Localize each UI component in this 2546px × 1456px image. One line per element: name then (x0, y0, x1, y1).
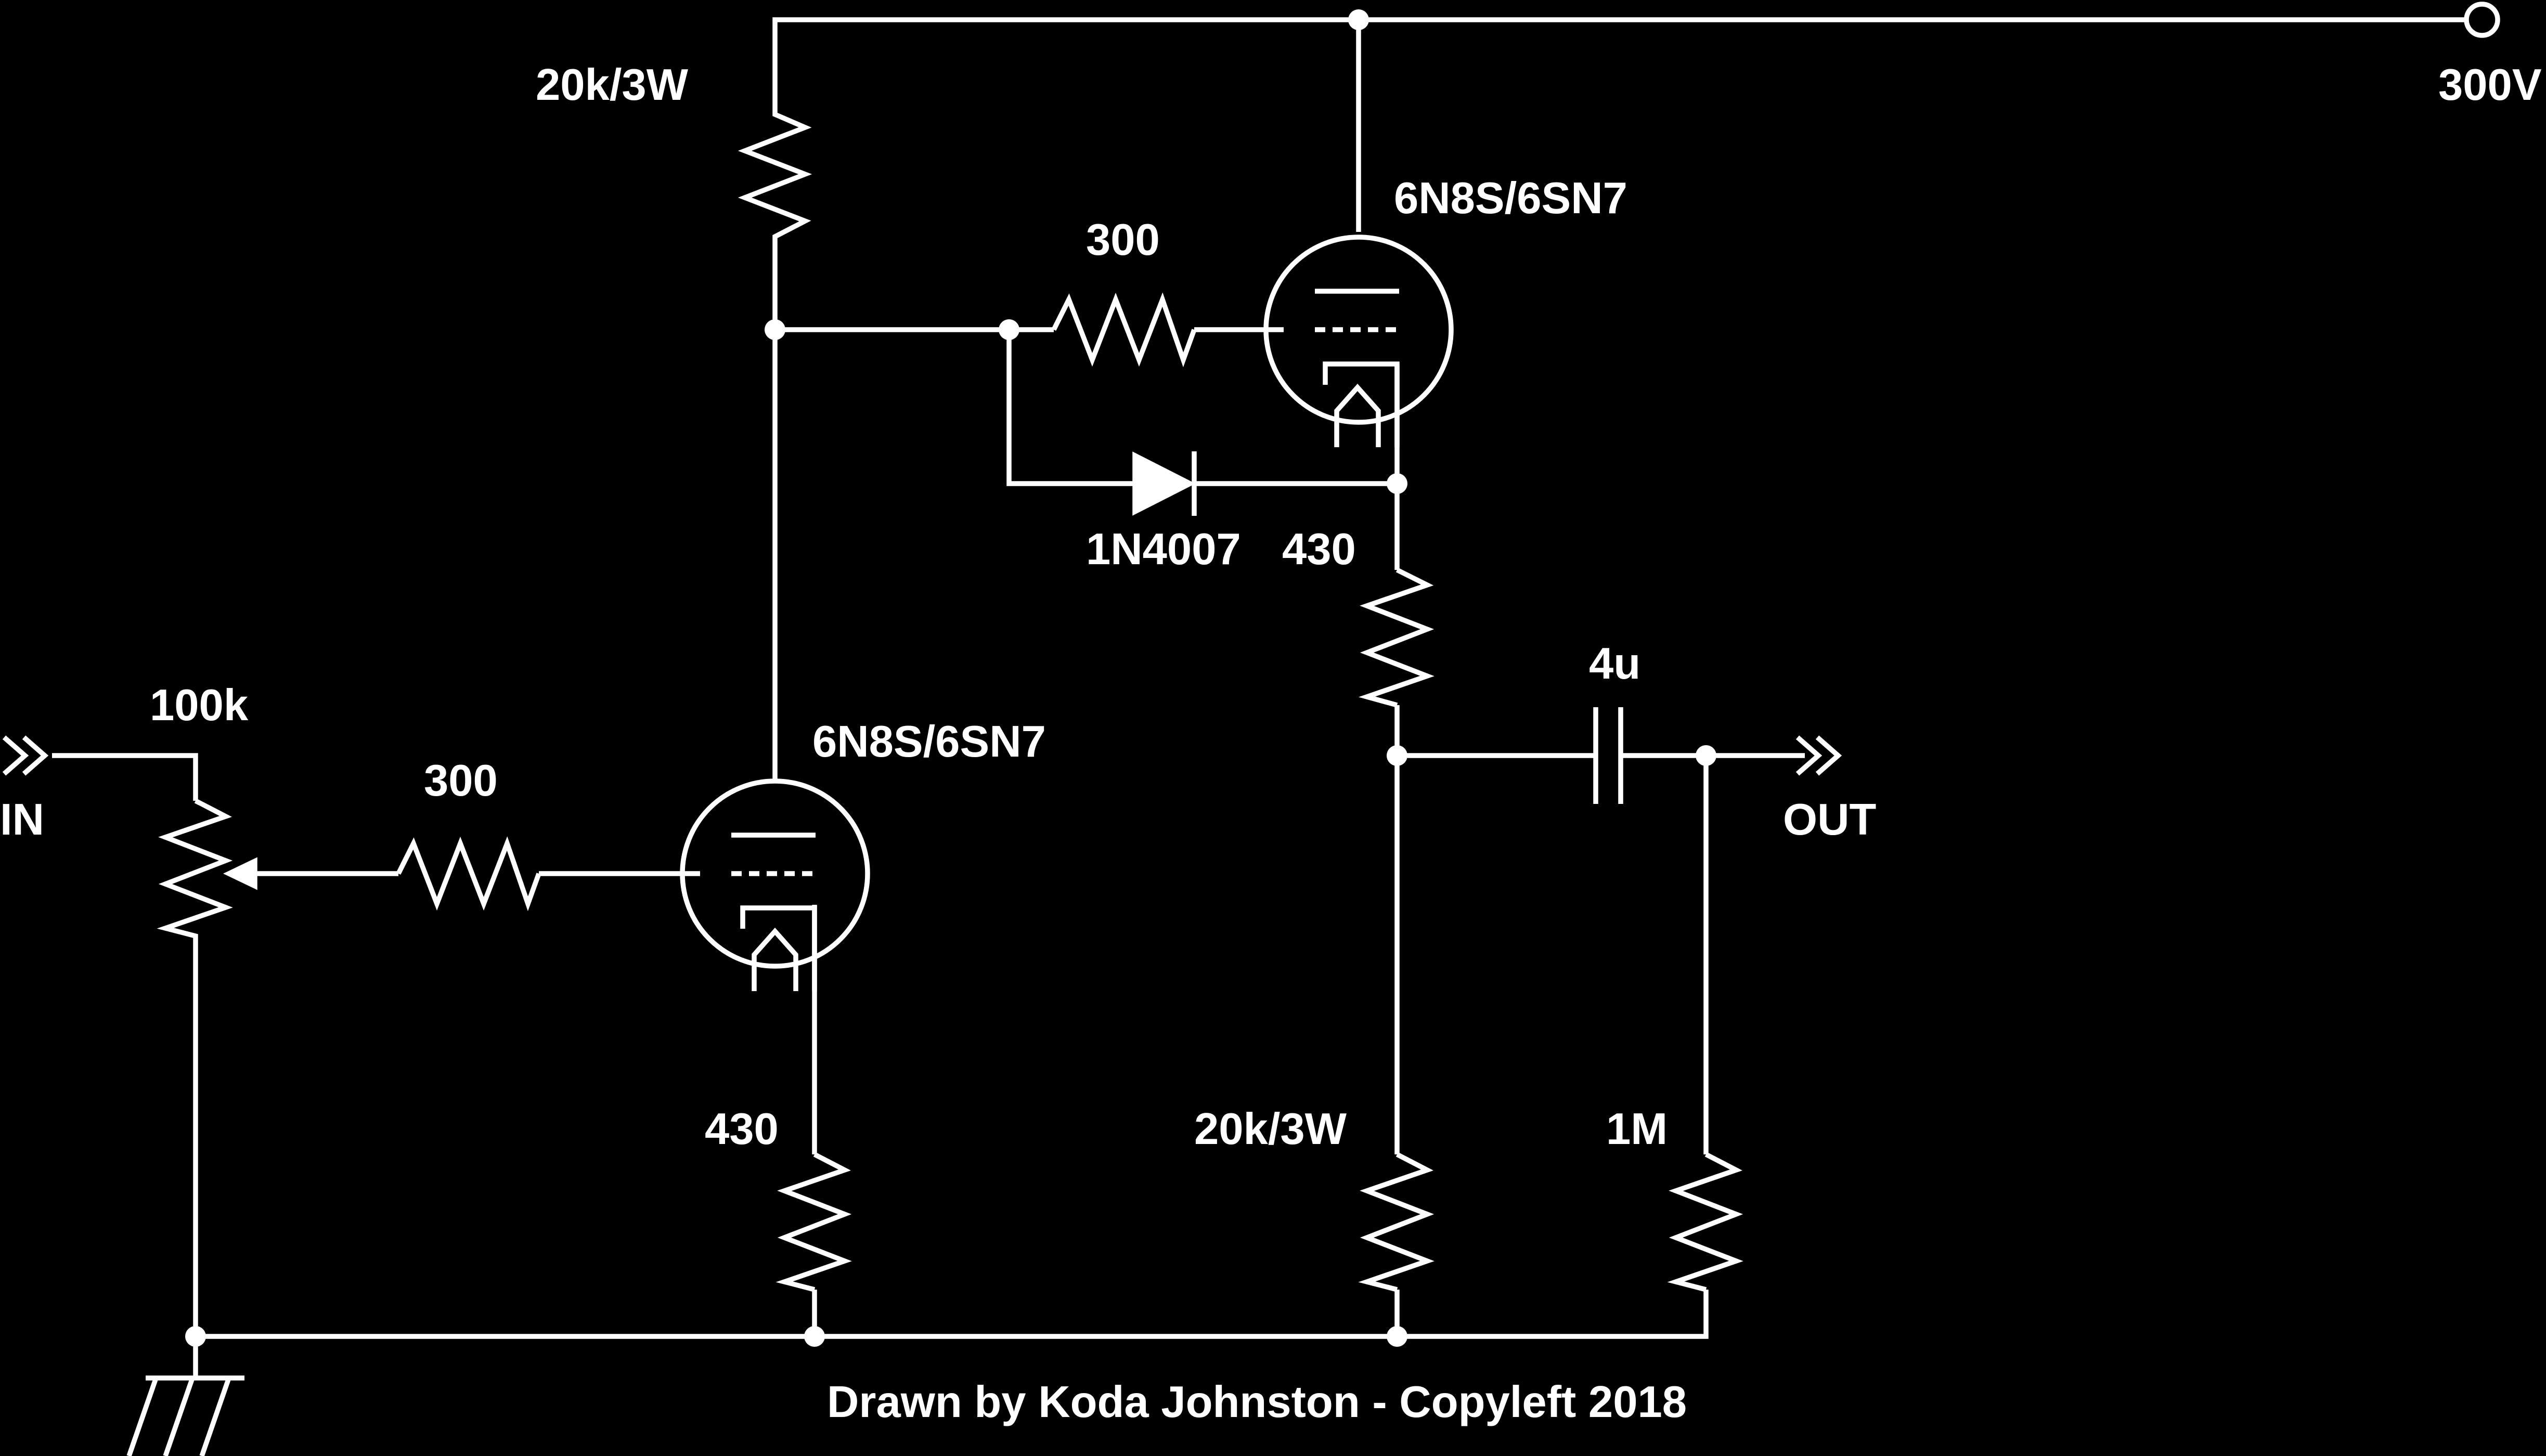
tube-lower (680, 778, 870, 991)
tube-upper-label: 6N8S/6SN7 (1394, 174, 1627, 223)
tube-cathode (740, 905, 817, 991)
cathode-resistor-upper-label: 430 (1282, 525, 1356, 574)
leak-resistor (1667, 1152, 1743, 1292)
grid-resistor-upper (1051, 292, 1197, 368)
diode-label: 1N4007 (1086, 525, 1241, 574)
load-resistor-label: 20k/3W (1194, 1104, 1347, 1154)
cathode-resistor-lower-label: 430 (705, 1104, 779, 1154)
wires (52, 17, 2465, 1378)
credit-label: Drawn by Koda Johnston - Copyleft 2018 (827, 1377, 1687, 1427)
grid-resistor-lower (396, 836, 541, 912)
supply-rail-wire (772, 17, 2465, 104)
ground-rail-wire (196, 1290, 1709, 1339)
junction-dot (765, 319, 785, 340)
junction-dot (1348, 9, 1369, 30)
junctions (185, 9, 1716, 1347)
input-label: IN (0, 795, 44, 844)
junction-dot (999, 319, 1019, 340)
leak-resistor-label: 1M (1606, 1104, 1668, 1154)
capacitor-label: 4u (1589, 639, 1640, 688)
junction-dot (185, 1326, 206, 1347)
tube-upper (1263, 235, 1454, 447)
cathode-resistor-upper (1358, 567, 1434, 708)
grid-resistor-upper-label: 300 (1086, 215, 1160, 265)
ground-icon (126, 1375, 244, 1456)
supply-voltage-label: 300V (2438, 60, 2542, 110)
output-label: OUT (1783, 795, 1877, 844)
load-resistor (1358, 1152, 1434, 1292)
diode-body (1132, 451, 1196, 516)
input-wire (52, 753, 198, 801)
supply-terminal (2464, 2, 2500, 38)
output-connector-icon (1795, 735, 1842, 776)
junction-dot (1387, 473, 1407, 494)
grid-resistor-lower-label: 300 (424, 756, 498, 805)
tube-cathode (1323, 361, 1400, 447)
plate-resistor-top-label: 20k/3W (536, 60, 689, 110)
diode-branch-wire (1006, 330, 1135, 486)
junction-dot (804, 1326, 825, 1347)
junction-dot (1387, 1326, 1407, 1347)
cathode-resistor-lower (776, 1152, 852, 1292)
plate-resistor-top (738, 104, 812, 250)
tube-heater (1334, 383, 1381, 447)
potentiometer-wiper-arrow (223, 857, 257, 890)
input-potentiometer (157, 798, 233, 946)
tube-heater (752, 927, 798, 991)
junction-dot (1387, 745, 1407, 766)
input-connector-icon (2, 735, 49, 776)
junction-dot (1696, 745, 1716, 766)
tube-lower-label: 6N8S/6SN7 (812, 717, 1046, 766)
potentiometer-label: 100k (150, 681, 249, 730)
output-capacitor (1593, 707, 1623, 804)
